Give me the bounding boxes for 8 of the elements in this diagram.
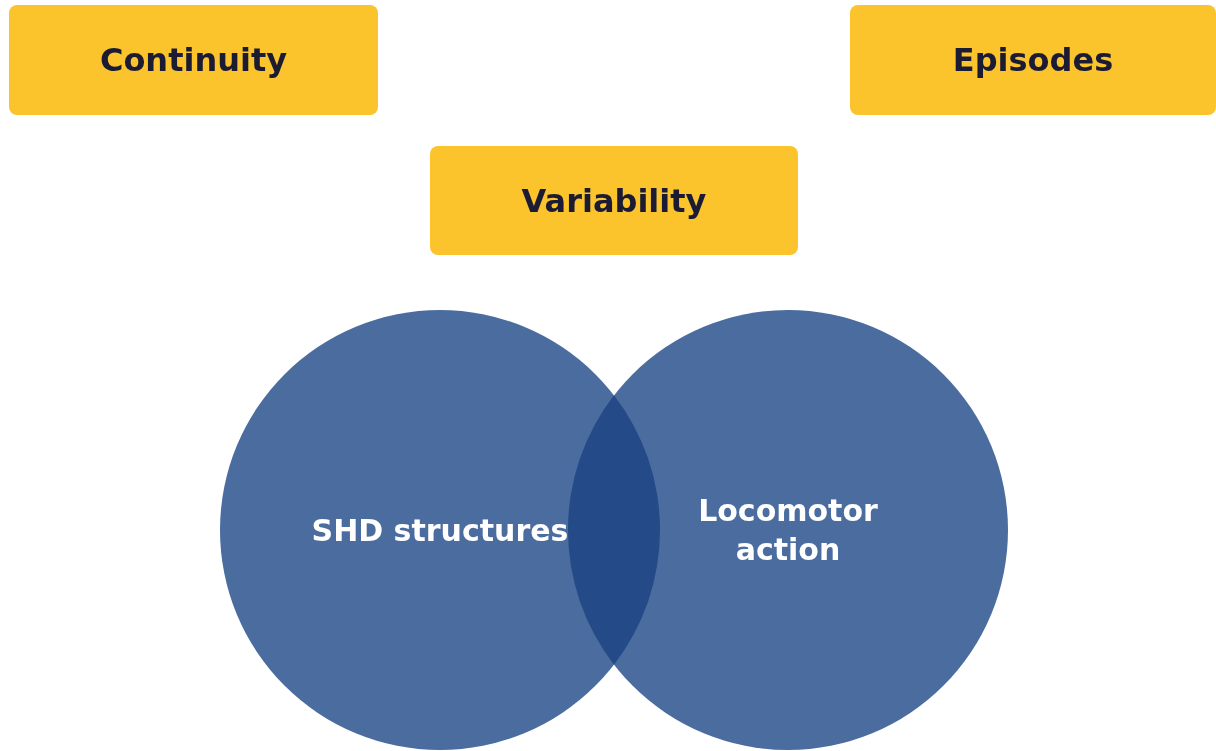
label-box <box>9 5 378 115</box>
circle-label: SHD structures <box>290 510 590 550</box>
node-label: Continuity <box>99 41 288 79</box>
label-box <box>430 146 798 255</box>
circle-label: Locomotor action <box>678 491 898 569</box>
node-label: Variability <box>521 181 707 220</box>
node-label: Episodes <box>952 41 1114 79</box>
label-box <box>850 5 1216 115</box>
